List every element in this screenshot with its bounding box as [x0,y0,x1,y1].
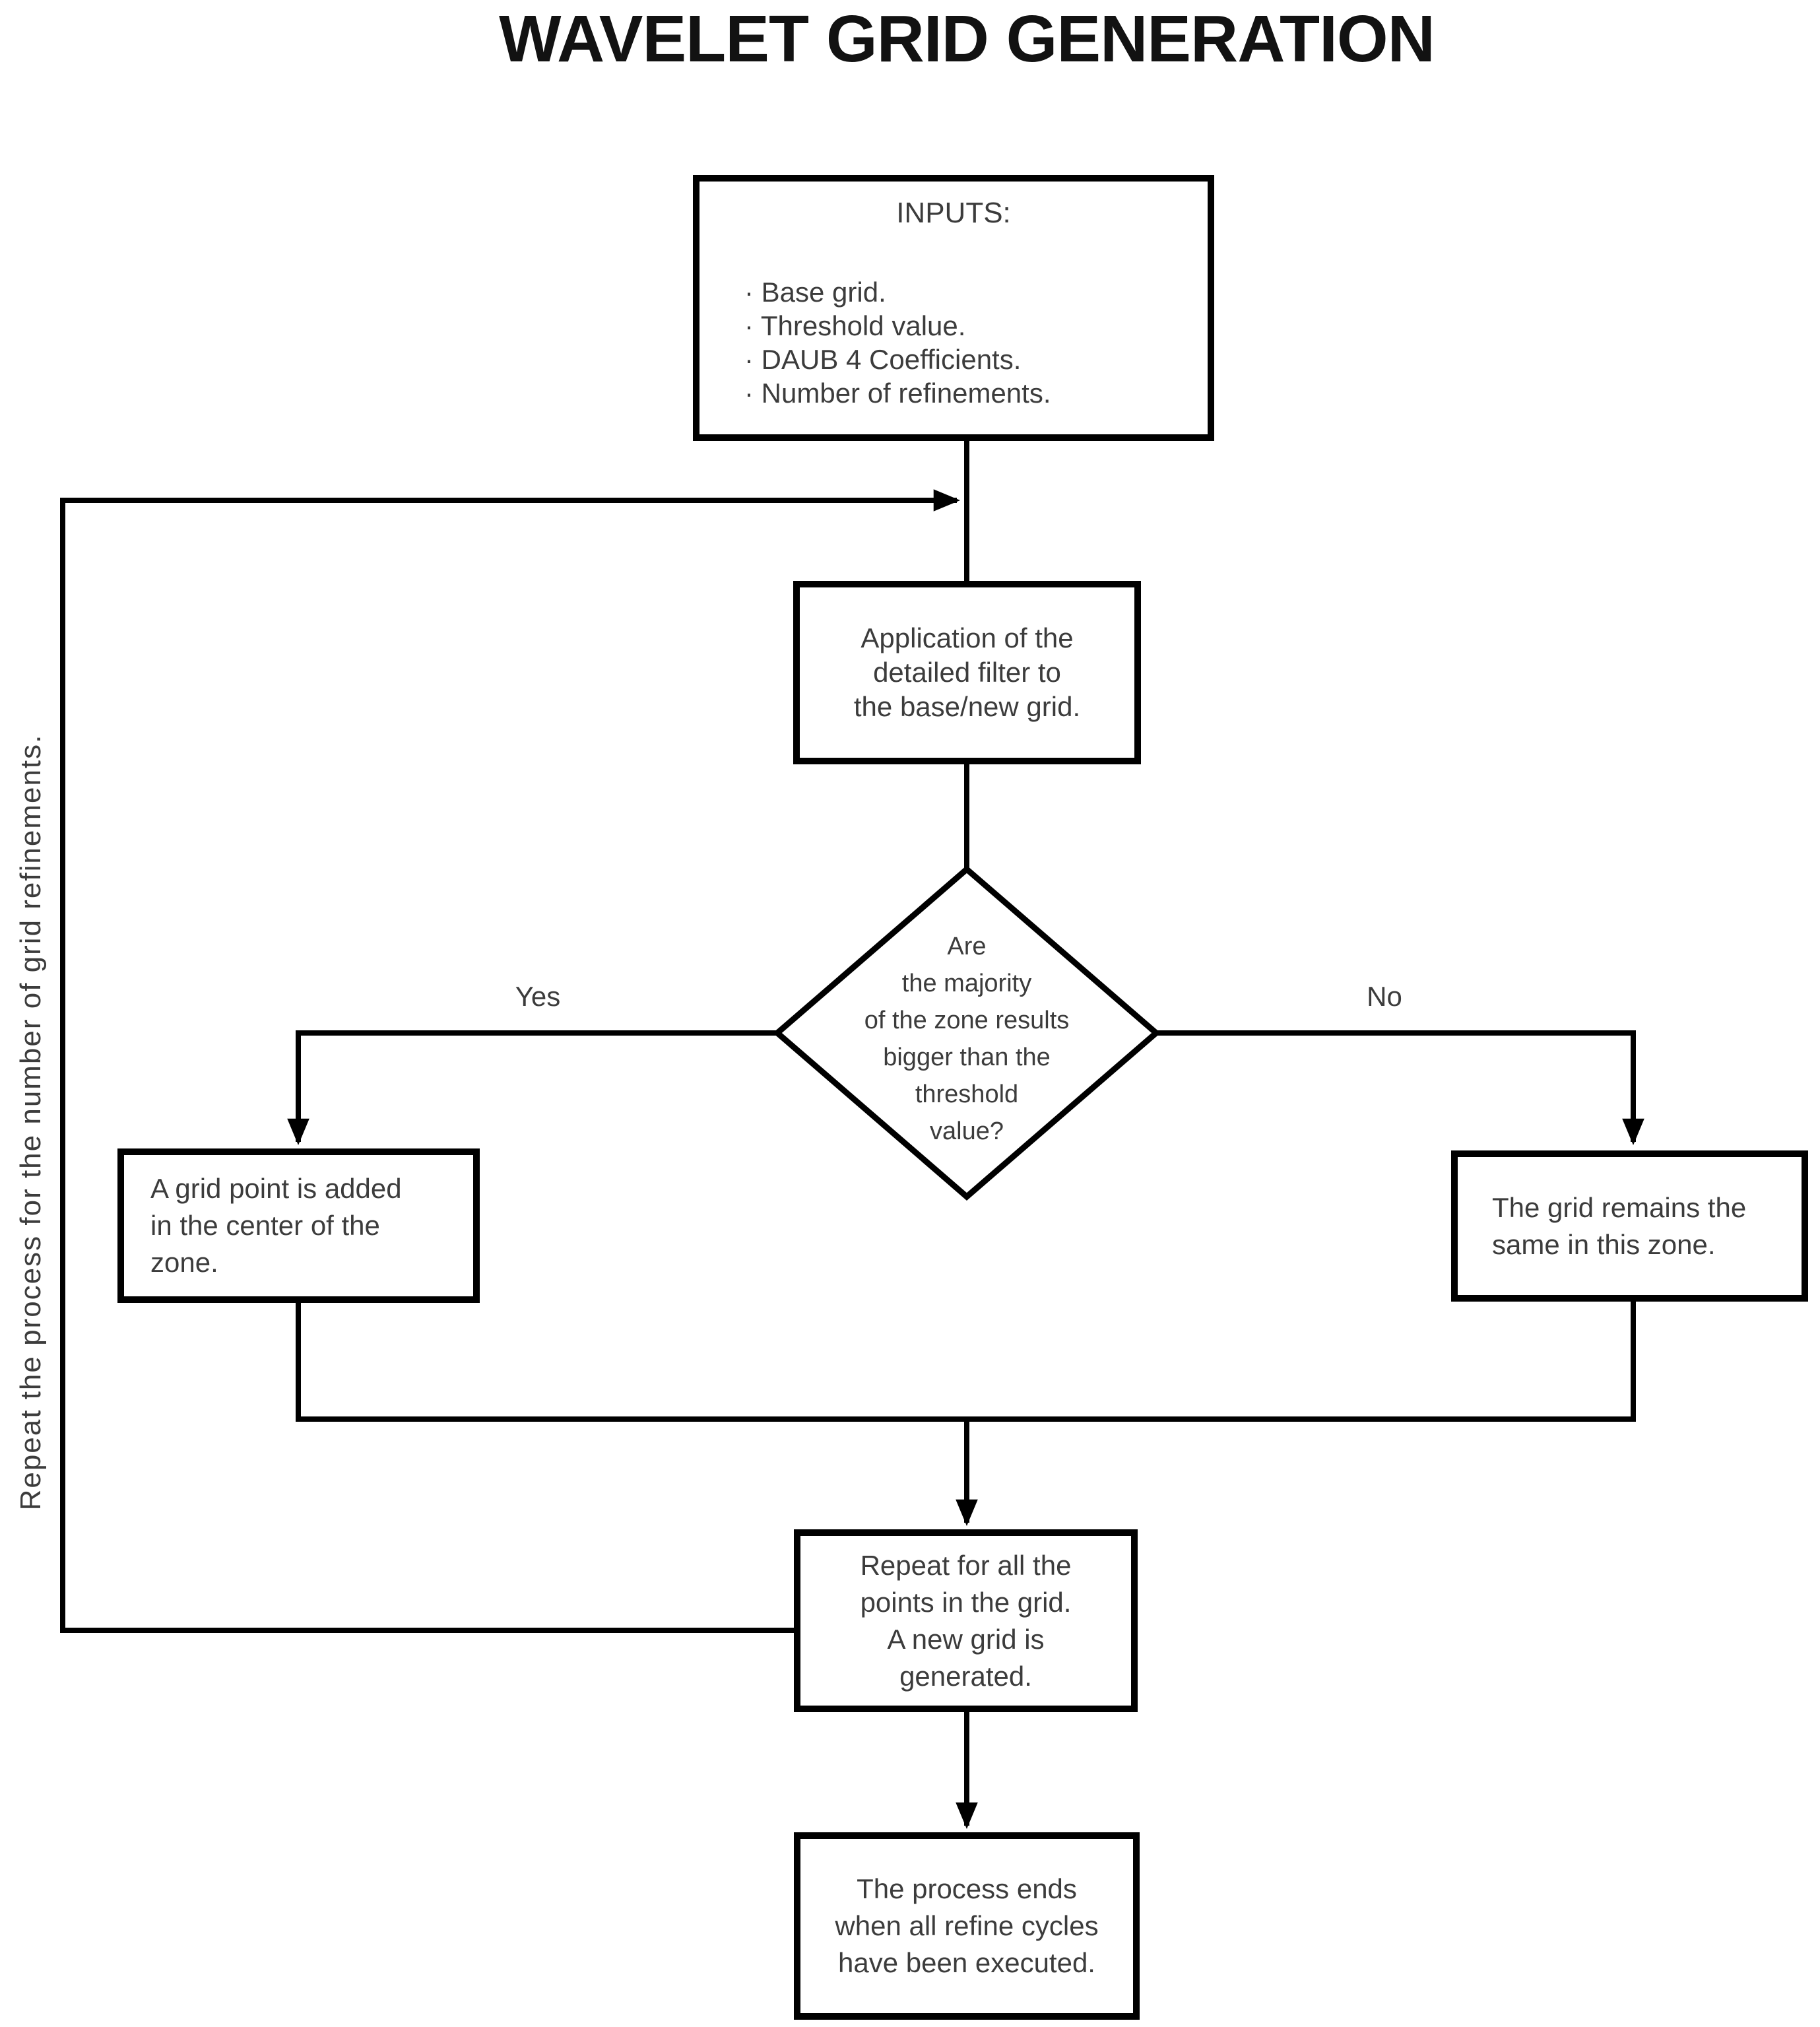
node-repeat-grid: Repeat for all the points in the grid. A… [794,1529,1138,1712]
node-grid-remains: The grid remains the same in this zone. [1451,1150,1808,1302]
inputs-item: · DAUB 4 Coefficients. [744,344,1022,375]
decision-text-line: value? [930,1117,1004,1145]
process-end-text-line: have been executed. [838,1947,1095,1978]
repeat-grid-text-line: generated. [899,1660,1032,1692]
node-process-end: The process ends when all refine cycles … [794,1832,1140,2020]
decision-text-line: Are [947,933,987,960]
add-grid-point-text-line: A grid point is added [150,1173,402,1204]
node-add-grid-point: A grid point is added in the center of t… [117,1148,480,1303]
apply-filter-text-line: Application of the [861,622,1074,653]
page-title: WAVELET GRID GENERATION [499,2,1435,76]
merge-connector [296,1299,1636,1422]
no-branch-arrow [1154,1030,1644,1146]
repeat-grid-text-line: points in the grid. [860,1586,1072,1618]
decision-text-line: bigger than the [883,1044,1051,1071]
process-end-text-line: when all refine cycles [835,1910,1099,1941]
grid-remains-text-line: The grid remains the [1492,1191,1747,1223]
yes-branch-arrow [287,1030,780,1146]
grid-remains-text-line: same in this zone. [1492,1228,1716,1260]
loop-side-note: Repeat the process for the number of gri… [15,733,47,1511]
add-grid-point-text-line: in the center of the [150,1210,380,1241]
decision-text-line: threshold [915,1080,1019,1108]
yes-branch-label: Yes [515,981,561,1012]
loop-back-arrow [60,489,961,1633]
apply-filter-text-line: the base/new grid. [853,691,1081,722]
process-end-text-line: The process ends [857,1873,1077,1904]
inputs-item: · Threshold value. [744,310,966,341]
inputs-heading: INPUTS: [896,197,1011,229]
node-decision-text: Are the majority of the zone results big… [777,869,1156,1197]
repeat-grid-text-line: A new grid is [887,1623,1045,1655]
decision-diamond [773,865,1161,1201]
inputs-item-list: · Base grid. · Threshold value. · DAUB 4… [699,275,1208,410]
no-branch-label: No [1367,981,1402,1012]
decision-text-line: the majority [901,970,1032,997]
node-inputs: INPUTS: · Base grid. · Threshold value. … [693,175,1214,441]
decision-text-line: of the zone results [864,1007,1070,1034]
apply-filter-text-line: detailed filter to [873,657,1061,688]
add-grid-point-text-line: zone. [150,1247,218,1278]
inputs-item: · Base grid. [744,277,886,308]
node-apply-filter: Application of the detailed filter to th… [793,581,1141,764]
inputs-item: · Number of refinements. [744,378,1051,409]
repeat-grid-text-line: Repeat for all the [860,1549,1072,1581]
